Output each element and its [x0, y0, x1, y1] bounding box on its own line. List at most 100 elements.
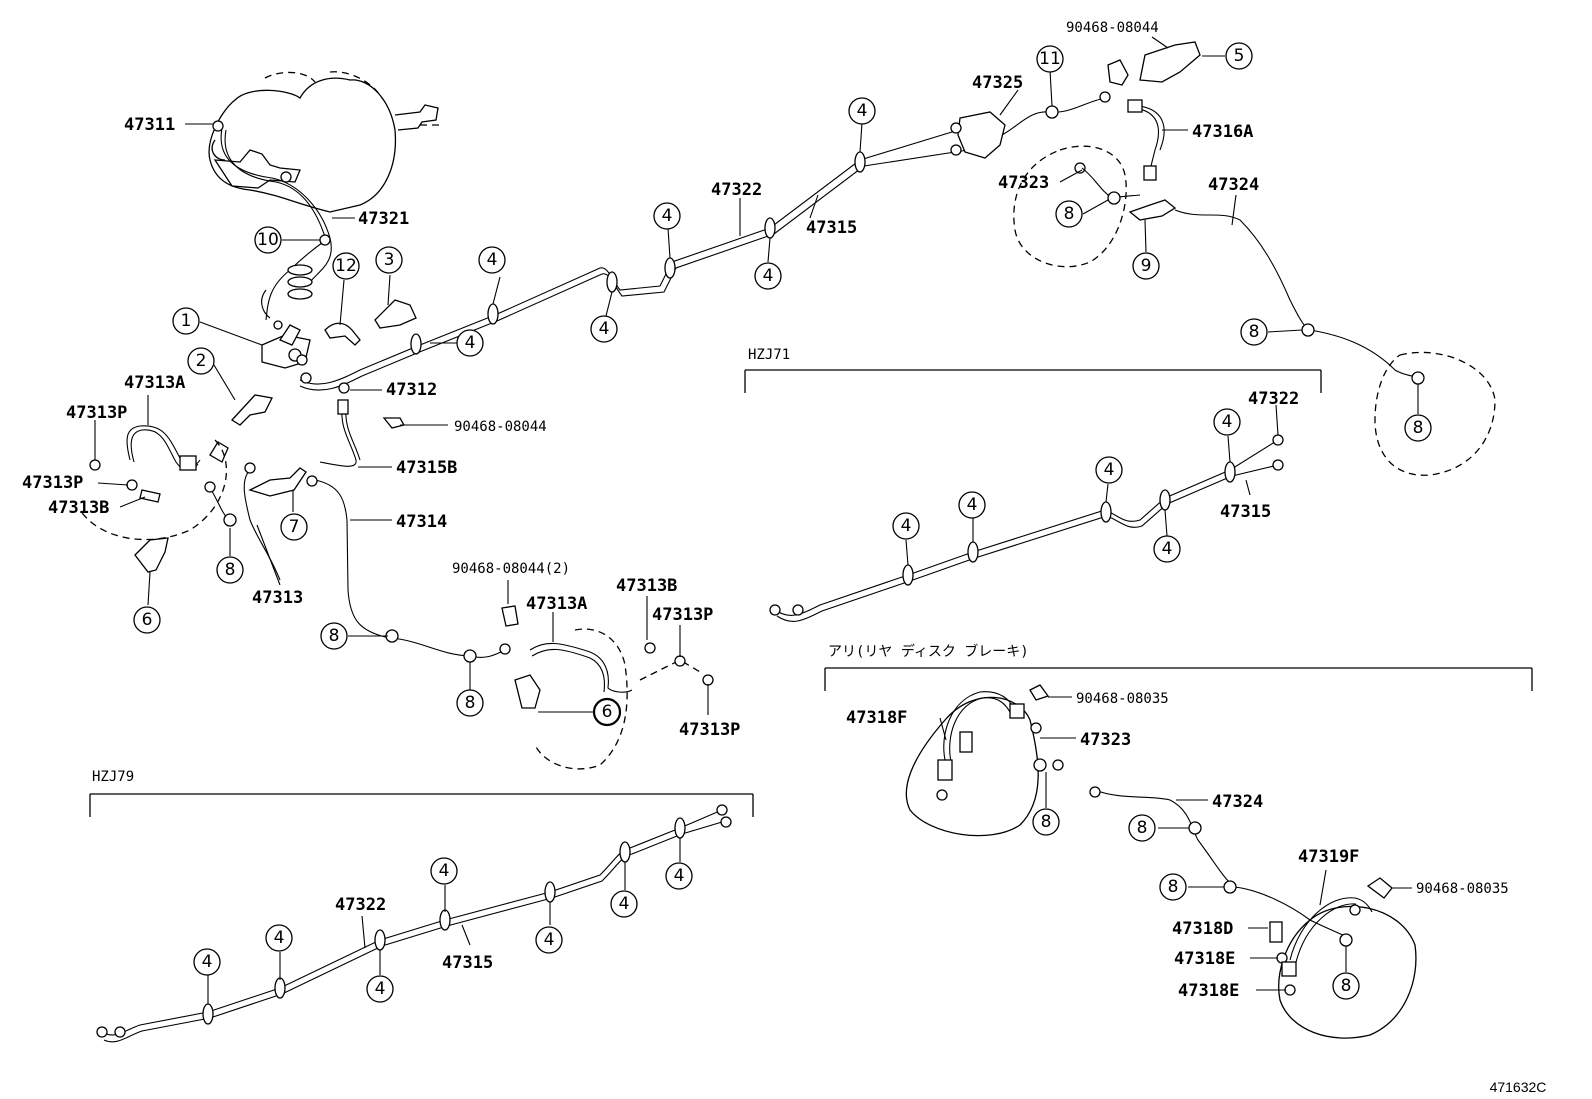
svg-text:4: 4: [274, 928, 285, 948]
label-47322-hzj79: 47322: [335, 895, 386, 915]
svg-text:8: 8: [1341, 976, 1352, 996]
callout-6-low: 6: [592, 697, 622, 727]
svg-text:8: 8: [1413, 418, 1424, 438]
callout-4-t3: 4: [590, 315, 618, 343]
callout-11: 11: [1036, 45, 1064, 73]
callout-3: 3: [375, 246, 403, 274]
label-47322-hzj71: 47322: [1248, 389, 1299, 409]
callout-12: 12: [332, 252, 360, 280]
svg-text:4: 4: [599, 319, 610, 339]
label-47313p-low1: 47313P: [652, 605, 713, 625]
svg-text:5: 5: [1234, 46, 1245, 66]
label-47318e-1: 47318E: [1174, 949, 1235, 969]
label-47318f: 47318F: [846, 708, 907, 728]
svg-text:8: 8: [1041, 812, 1052, 832]
callout-numbers: 1 2 3 12 10 6 7 8 8 8 6 4 4 4 4 4 4 11 5…: [133, 42, 1432, 1003]
svg-text:8: 8: [329, 626, 340, 646]
svg-text:6: 6: [142, 610, 153, 630]
label-47311: 47311: [124, 115, 175, 135]
callout-4-h71-1: 4: [1213, 408, 1241, 436]
callout-8-h: 8: [1128, 814, 1156, 842]
svg-text:4: 4: [857, 101, 868, 121]
brake-pipe-47324-rear: [1094, 789, 1353, 941]
callout-8-a: 8: [216, 556, 244, 584]
bracket-7: [248, 467, 307, 497]
label-47315-hzj71: 47315: [1220, 502, 1271, 522]
bracket-5: [1139, 41, 1201, 83]
bracket-2: [230, 394, 273, 426]
callout-4-h79-1: 4: [193, 948, 221, 976]
svg-text:4: 4: [544, 930, 555, 950]
callout-4-h71-5: 4: [1153, 535, 1181, 563]
label-47312: 47312: [386, 380, 437, 400]
grommet-marks-top: [410, 151, 866, 355]
grommet-marks-hzj79: [202, 817, 686, 1025]
svg-text:3: 3: [384, 250, 395, 270]
svg-text:2: 2: [196, 351, 207, 371]
svg-text:6: 6: [602, 702, 613, 722]
svg-text:1: 1: [181, 311, 192, 331]
callout-4-h71-4: 4: [892, 512, 920, 540]
svg-text:7: 7: [289, 517, 300, 537]
brake-pipe-47324-top: [1174, 209, 1421, 379]
svg-text:4: 4: [487, 250, 498, 270]
svg-text:12: 12: [335, 256, 357, 276]
part-number-labels: 47311 47321 47313A 47313P 47313P 47313B …: [22, 20, 1509, 1001]
callout-8-e: 8: [1240, 318, 1268, 346]
rear-disc-right: [1269, 877, 1417, 1039]
svg-text:4: 4: [674, 866, 685, 886]
clip-3: [374, 299, 417, 329]
brake-pipe-47322-hzj79: [101, 809, 723, 1036]
callout-4-h71-3: 4: [958, 491, 986, 519]
svg-text:4: 4: [1162, 539, 1173, 559]
label-47314: 47314: [396, 512, 447, 532]
label-47313p-low2: 47313P: [679, 720, 740, 740]
svg-text:4: 4: [763, 266, 774, 286]
svg-text:4: 4: [967, 495, 978, 515]
callout-4-h79-2: 4: [265, 924, 293, 952]
svg-text:8: 8: [465, 693, 476, 713]
callout-4-h79-4: 4: [430, 857, 458, 885]
callout-7: 7: [280, 513, 308, 541]
label-47318d: 47318D: [1172, 919, 1233, 939]
svg-text:4: 4: [662, 206, 673, 226]
svg-text:8: 8: [225, 560, 236, 580]
callout-4-t6: 4: [848, 97, 876, 125]
svg-text:4: 4: [619, 894, 630, 914]
label-47313: 47313: [252, 588, 303, 608]
label-47313p-top: 47313P: [66, 403, 127, 423]
label-90468-08035-b: 90468-08035: [1416, 881, 1509, 897]
callout-4-t2: 4: [456, 329, 484, 357]
callout-8-j: 8: [1332, 972, 1360, 1000]
svg-text:4: 4: [439, 861, 450, 881]
svg-text:4: 4: [375, 979, 386, 999]
label-47316a: 47316A: [1192, 122, 1253, 142]
label-47322-top: 47322: [711, 180, 762, 200]
rear-drum-top-right: [1374, 351, 1496, 476]
label-47323-top: 47323: [998, 173, 1049, 193]
section-label-hzj79: HZJ79: [92, 769, 134, 785]
label-47321: 47321: [358, 209, 409, 229]
svg-text:8: 8: [1168, 877, 1179, 897]
svg-text:8: 8: [1249, 322, 1260, 342]
svg-text:4: 4: [202, 952, 213, 972]
label-47325: 47325: [972, 73, 1023, 93]
brake-pipe-47321: [220, 127, 332, 283]
label-90468-08044-a: 90468-08044: [454, 419, 547, 435]
front-left-caliper: [79, 425, 229, 541]
callout-4-t4: 4: [653, 202, 681, 230]
callout-4-t1: 4: [478, 246, 506, 274]
callout-8-d: 8: [1055, 200, 1083, 228]
label-47315b: 47315B: [396, 458, 457, 478]
label-47318e-2: 47318E: [1178, 981, 1239, 1001]
section-label-hzj71: HZJ71: [748, 347, 790, 363]
callout-4-h79-3: 4: [366, 975, 394, 1003]
callout-10: 10: [254, 226, 282, 254]
label-47315-top: 47315: [806, 218, 857, 238]
label-90468-08035-a: 90468-08035: [1076, 691, 1169, 707]
callout-4-h79-7: 4: [665, 862, 693, 890]
svg-text:4: 4: [901, 516, 912, 536]
svg-text:10: 10: [257, 230, 279, 250]
label-90468-08044-top: 90468-08044: [1066, 20, 1159, 36]
label-47313a-top: 47313A: [124, 373, 185, 393]
